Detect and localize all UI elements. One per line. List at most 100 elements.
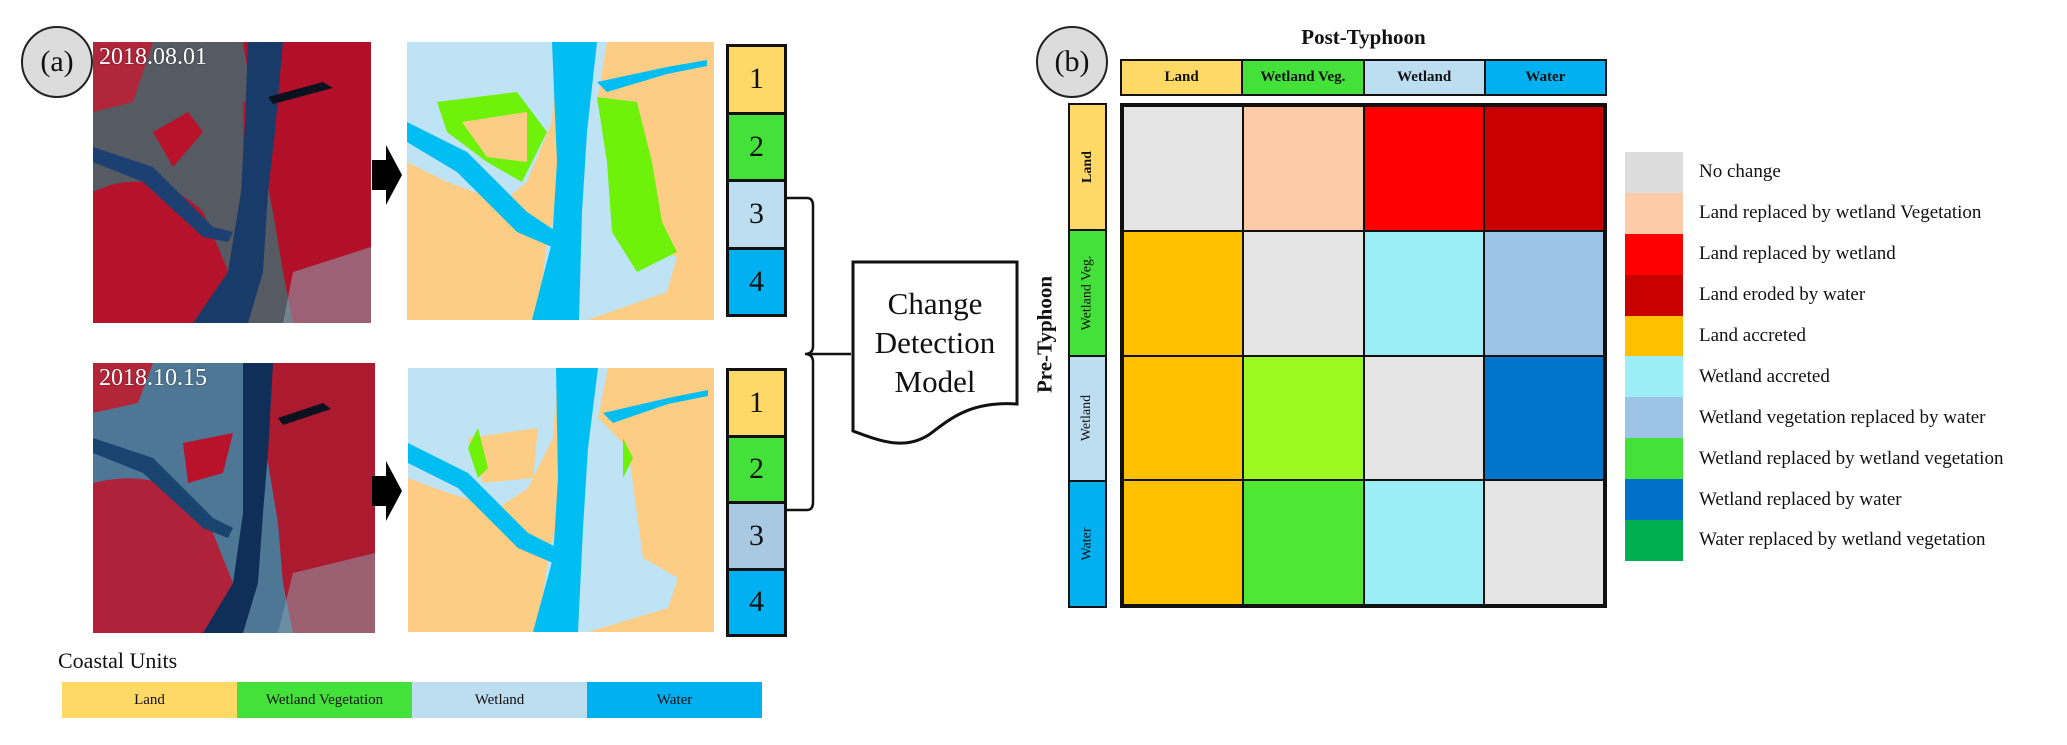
coastal-unit-wetland: Wetland	[412, 682, 587, 718]
column-header-land: Land	[1122, 61, 1242, 94]
row-header-text: Wetland	[1079, 395, 1095, 442]
satellite-image-graphic	[93, 42, 371, 323]
classification-map-graphic	[408, 368, 714, 632]
matrix-cell	[1483, 480, 1604, 605]
unit-box-wetland: 3	[726, 179, 787, 250]
matrix-cell	[1363, 480, 1484, 605]
matrix-cell	[1243, 355, 1364, 481]
change-detection-model-label: Change Detection Model	[852, 284, 1018, 401]
legend-item: No change	[1625, 152, 2003, 193]
coastal-units-title: Coastal Units	[58, 648, 178, 673]
panel-b-label-text: (b)	[1054, 45, 1090, 78]
column-header-wetland-veg: Wetland Veg.	[1241, 61, 1363, 94]
legend-label: Land replaced by wetland	[1699, 243, 1896, 265]
row-header-text: Land	[1079, 150, 1095, 183]
matrix-cell	[1243, 480, 1364, 605]
matrix-cell	[1363, 106, 1484, 231]
matrix-cell	[1243, 106, 1364, 231]
column-header-wetland: Wetland	[1362, 61, 1484, 94]
column-header-water: Water	[1483, 61, 1605, 94]
legend-item: Land eroded by water	[1625, 274, 2003, 316]
change-detection-model-box	[851, 260, 1019, 445]
pre-typhoon-row-headers: Land Wetland Veg. Wetland Water	[1068, 103, 1107, 608]
legend-swatch	[1625, 274, 1683, 316]
coastal-unit-water: Water	[587, 682, 762, 718]
legend-swatch	[1625, 152, 1683, 193]
unit-box-water: 4	[726, 567, 787, 637]
coastal-unit-wetland-vegetation: Wetland Vegetation	[237, 682, 412, 718]
pre-typhoon-title: Pre-Typhoon	[1032, 275, 1057, 394]
matrix-cell	[1483, 355, 1604, 481]
matrix-cell	[1483, 230, 1604, 356]
model-label-line: Change	[887, 286, 983, 321]
legend-item: Land replaced by wetland Vegetation	[1625, 192, 2003, 234]
unit-box-wetland-vegetation: 2	[726, 434, 787, 504]
bracket-connector	[787, 196, 851, 512]
arrow-right-icon	[372, 145, 402, 205]
row-header-text: Wetland Veg.	[1079, 255, 1095, 331]
row-header-text: Water	[1079, 527, 1095, 561]
legend-item: Wetland vegetation replaced by water	[1625, 397, 2003, 439]
unit-box-land: 1	[726, 44, 787, 115]
legend-swatch	[1625, 315, 1683, 357]
date-label: 2018.08.01	[99, 44, 207, 70]
legend-item: Water replaced by wetland vegetation	[1625, 520, 2003, 561]
legend-label: Wetland replaced by water	[1699, 488, 1902, 510]
matrix-cell	[1243, 230, 1364, 356]
legend-swatch	[1625, 192, 1683, 234]
legend-swatch	[1625, 438, 1683, 480]
coastal-units-legend: Land Wetland Vegetation Wetland Water	[62, 682, 762, 718]
legend-swatch	[1625, 356, 1683, 398]
post-typhoon-title: Post-Typhoon	[1301, 25, 1426, 49]
classification-map-post	[408, 368, 714, 632]
matrix-cell	[1123, 106, 1244, 231]
matrix-cell	[1123, 230, 1244, 356]
model-label-line: Model	[894, 364, 976, 399]
legend-swatch	[1625, 397, 1683, 439]
row-header-wetland: Wetland	[1070, 354, 1105, 481]
unit-box-wetland-vegetation: 2	[726, 111, 787, 182]
legend-item: Wetland replaced by wetland vegetation	[1625, 438, 2004, 480]
classification-map-pre	[407, 42, 714, 320]
arrow-right-icon	[372, 461, 402, 521]
legend-item: Wetland replaced by water	[1625, 479, 2003, 521]
legend-label: Wetland accreted	[1699, 365, 1830, 387]
matrix-cell	[1123, 480, 1244, 605]
coastal-unit-stack-pre: 1 2 3 4	[726, 44, 787, 317]
row-header-land: Land	[1070, 105, 1105, 229]
unit-box-water: 4	[726, 246, 787, 317]
unit-box-land: 1	[726, 368, 787, 438]
post-typhoon-column-headers: Land Wetland Veg. Wetland Water	[1120, 59, 1607, 96]
legend-item: Land accreted	[1625, 315, 2003, 357]
classification-map-graphic	[407, 42, 714, 320]
legend-item: Wetland accreted	[1625, 356, 2003, 398]
change-matrix	[1120, 103, 1607, 608]
matrix-cell	[1363, 355, 1484, 481]
coastal-unit-land: Land	[62, 682, 237, 718]
panel-a-label: (a)	[21, 26, 93, 98]
satellite-image-graphic	[93, 363, 375, 633]
legend-label: Wetland replaced by wetland vegetation	[1699, 447, 2004, 469]
legend-label: No change	[1699, 161, 1781, 183]
legend-label: Wetland vegetation replaced by water	[1699, 406, 1986, 428]
legend-label: Land accreted	[1699, 325, 1807, 346]
panel-a-label-text: (a)	[40, 45, 74, 78]
legend-swatch	[1625, 520, 1683, 561]
legend-swatch	[1625, 233, 1683, 275]
row-header-wetland-veg: Wetland Veg.	[1070, 228, 1105, 355]
coastal-unit-stack-post: 1 2 3 4	[726, 368, 787, 637]
legend-swatch	[1625, 479, 1683, 521]
date-label: 2018.10.15	[99, 365, 207, 391]
panel-b-label: (b)	[1036, 26, 1108, 98]
legend-label: Land replaced by wetland Vegetation	[1699, 202, 1982, 224]
unit-box-wetland: 3	[726, 501, 787, 571]
matrix-cell	[1363, 230, 1484, 356]
legend-label: Water replaced by wetland vegetation	[1699, 529, 1986, 551]
matrix-cell	[1123, 355, 1244, 481]
model-label-line: Detection	[874, 325, 996, 360]
matrix-cell	[1483, 106, 1604, 231]
satellite-image-post: 2018.10.15	[93, 363, 375, 633]
legend-label: Land eroded by water	[1699, 284, 1866, 306]
legend-item: Land replaced by wetland	[1625, 233, 2003, 275]
